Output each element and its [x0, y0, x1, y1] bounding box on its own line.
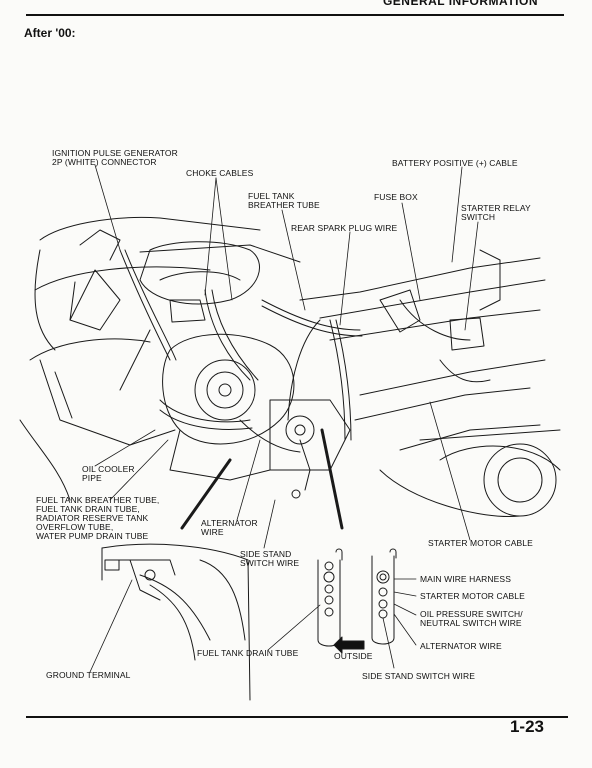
starter-motor-cable-section-label: STARTER MOTOR CABLE	[420, 591, 525, 601]
battery-positive-cable-label: BATTERY POSITIVE (+) CABLE	[392, 158, 518, 168]
header-rule	[26, 14, 564, 16]
tube-group-label: FUEL TANK BREATHER TUBE, FUEL TANK DRAIN…	[36, 495, 160, 541]
cable-clamp-cross-sections	[317, 548, 397, 647]
footer-rule	[26, 716, 568, 718]
starter-motor-cable-label: STARTER MOTOR CABLE	[428, 538, 533, 548]
side-stand-switch-wire-label: SIDE STAND SWITCH WIRE	[240, 549, 300, 568]
ground-terminal-label: GROUND TERMINAL	[46, 670, 131, 680]
choke-cables-label: CHOKE CABLES	[186, 168, 254, 178]
ground-terminal-inset	[101, 543, 251, 701]
oil-cooler-pipe-label: OIL COOLER PIPE	[82, 464, 135, 483]
fuel-tank-breather-tube-label: FUEL TANK BREATHER TUBE	[248, 191, 320, 210]
side-stand-switch-wire-section-label: SIDE STAND SWITCH WIRE	[362, 671, 476, 681]
callout-leader-lines	[89, 164, 479, 673]
detail-pointer-lines	[180, 428, 344, 530]
alternator-wire-label: ALTERNATOR WIRE	[201, 518, 258, 537]
page-number: 1-23	[509, 717, 544, 736]
fuse-box-label: FUSE BOX	[374, 192, 418, 202]
section-label: After '00:	[24, 26, 76, 40]
oil-pressure-neutral-switch-wire-label: OIL PRESSURE SWITCH/ NEUTRAL SWITCH WIRE	[420, 609, 523, 628]
fuel-tank-drain-tube-label: FUEL TANK DRAIN TUBE	[197, 648, 299, 658]
page-header-title: GENERAL INFORMATION	[382, 0, 538, 8]
cable-harness-bundle	[119, 249, 471, 499]
alternator-wire-section-label: ALTERNATOR WIRE	[420, 641, 502, 651]
outside-label: OUTSIDE	[334, 651, 373, 661]
outside-arrow	[333, 636, 365, 654]
main-wire-harness-label: MAIN WIRE HARNESS	[420, 574, 511, 584]
ignition-pulse-generator-label: IGNITION PULSE GENERATOR 2P (WHITE) CONN…	[52, 148, 178, 167]
rear-spark-plug-wire-label: REAR SPARK PLUG WIRE	[291, 223, 398, 233]
starter-relay-switch-label: STARTER RELAY SWITCH	[461, 203, 531, 222]
motorcycle-frame	[19, 217, 561, 518]
